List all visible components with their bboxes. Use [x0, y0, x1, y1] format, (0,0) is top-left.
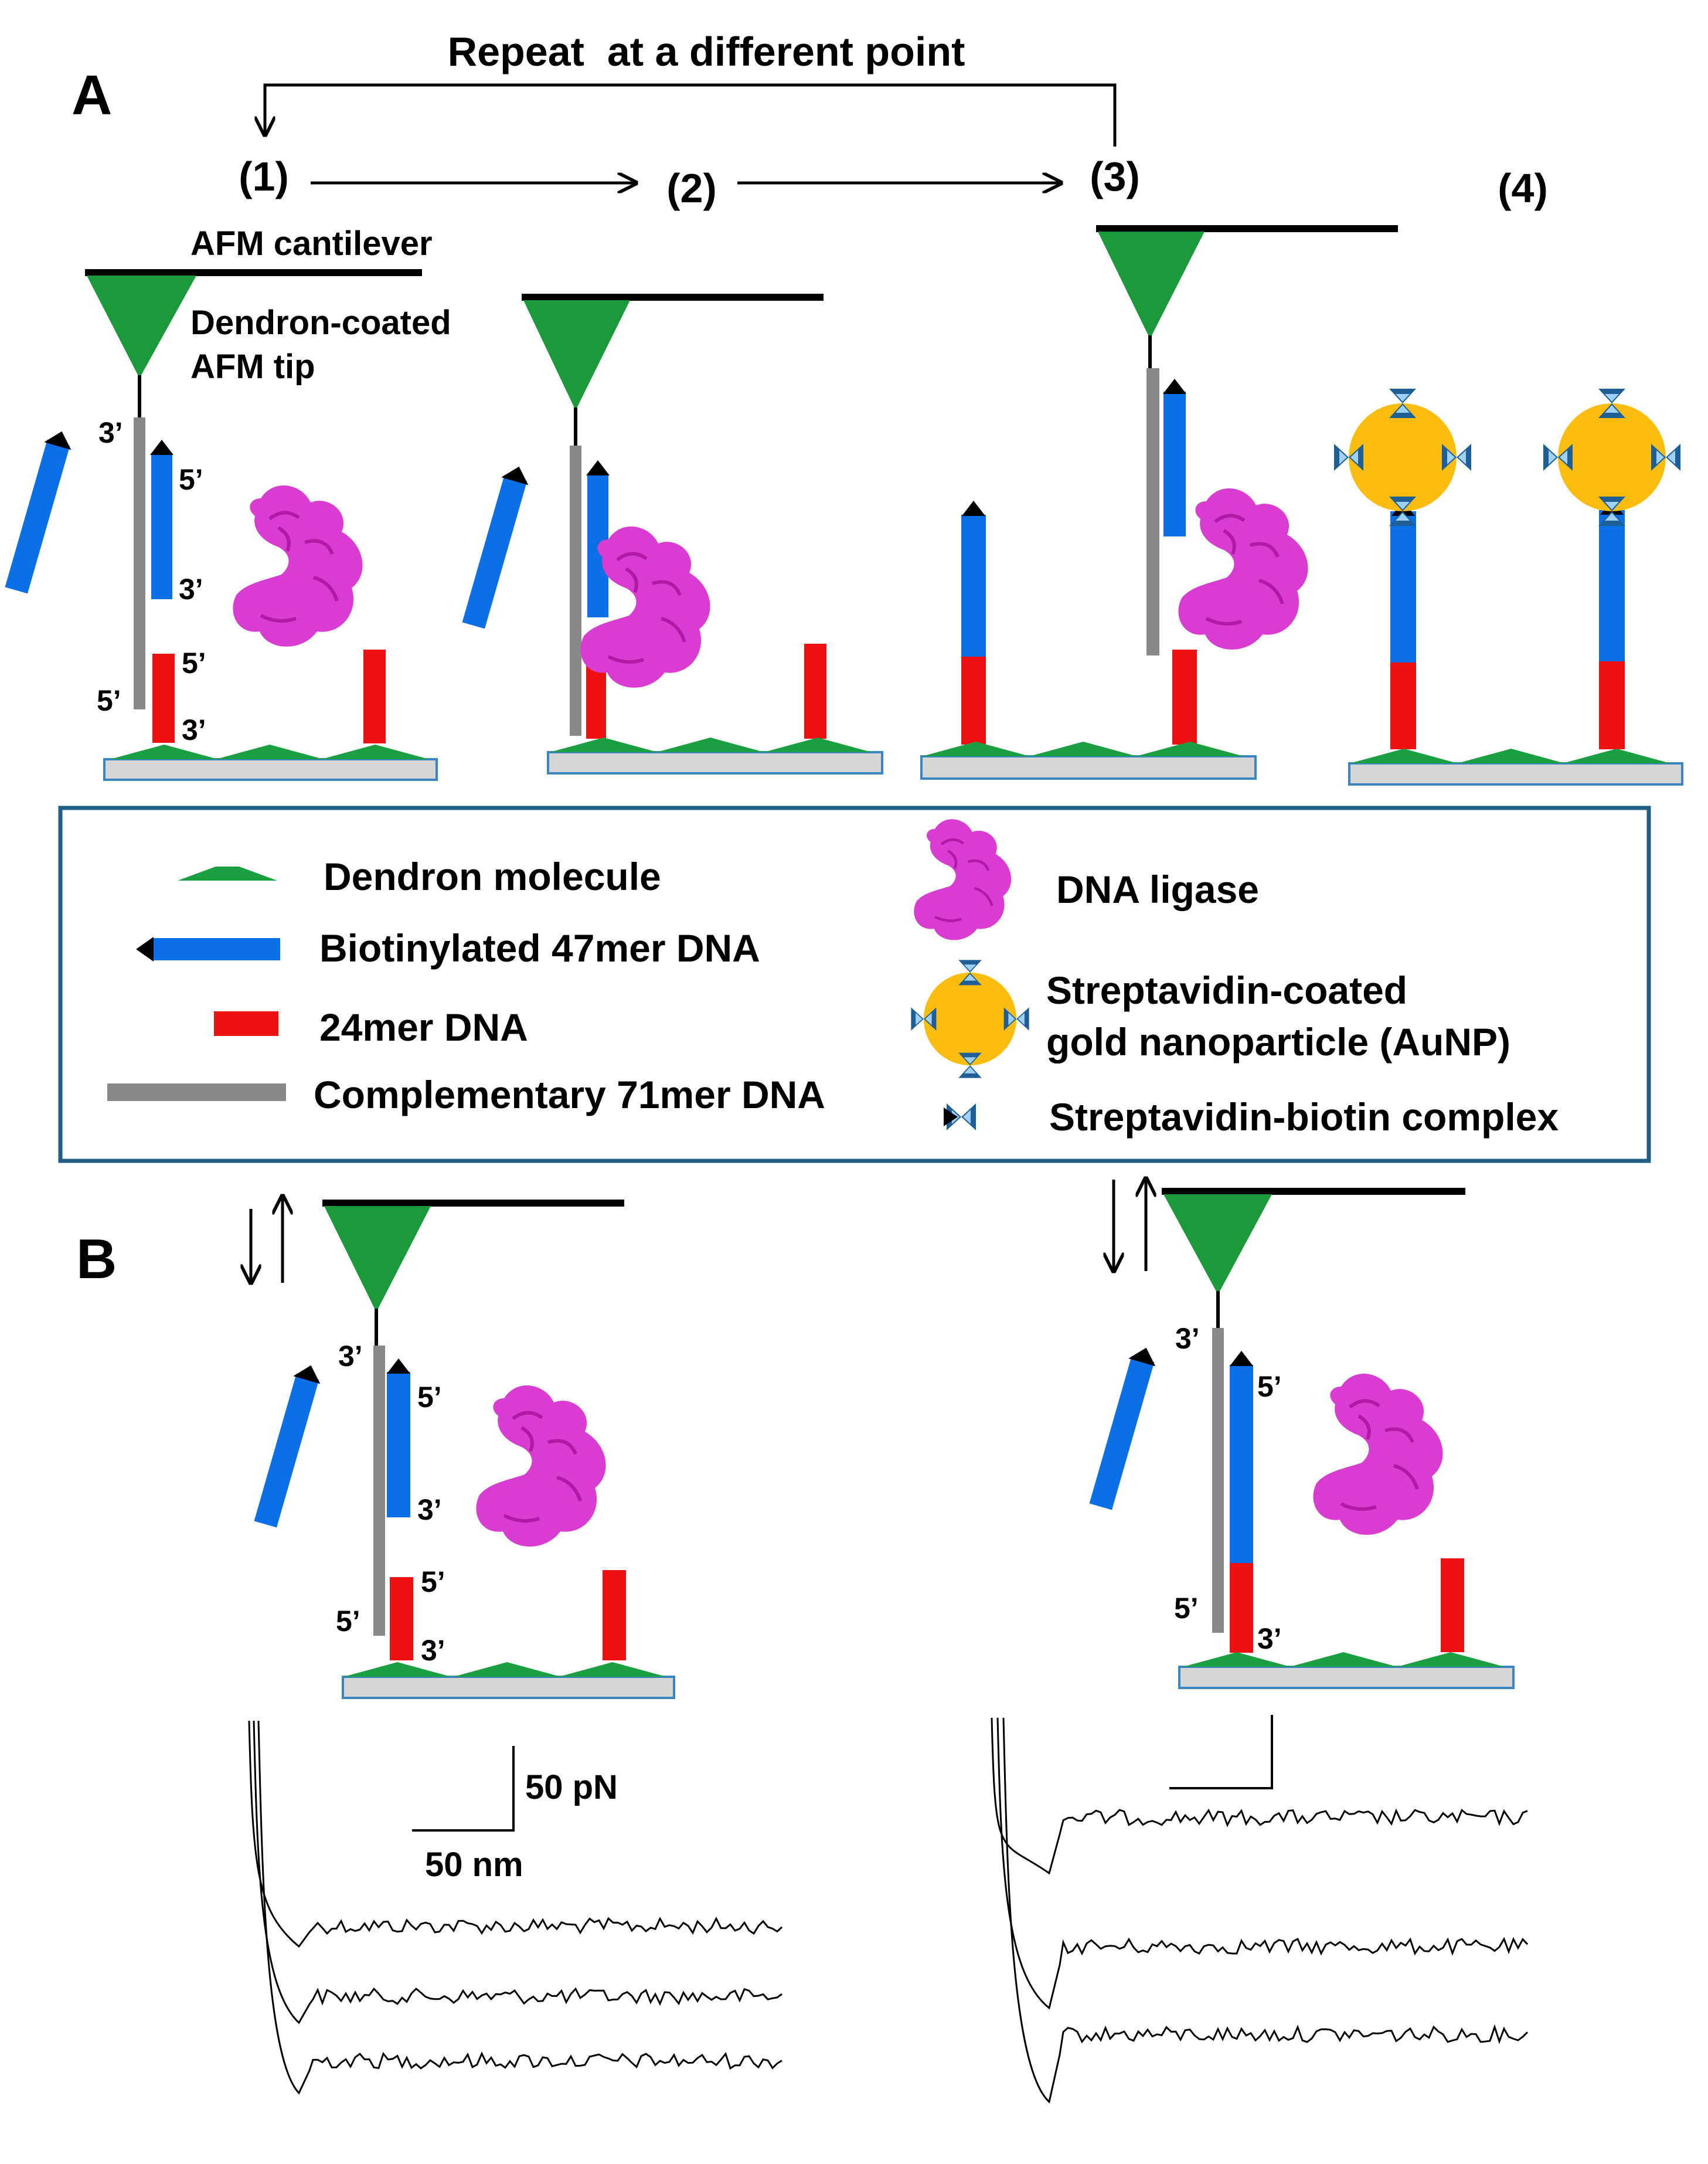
b-left-24mer-3prime: 3’	[421, 1634, 445, 1667]
panel-b-right-scene	[1087, 1188, 1515, 1689]
step-1-scene	[2, 269, 438, 781]
cantilever-label: AFM cantilever	[190, 225, 433, 263]
legend-aunp-label-line1: Streptavidin-coated	[1046, 969, 1407, 1012]
legend-biotin-dna-swatch	[136, 937, 280, 962]
repeat-loop-arrow	[265, 83, 1117, 147]
legend-dendron-label: Dendron molecule	[324, 855, 661, 898]
step-2-scene	[460, 294, 883, 774]
tip-label-line2: AFM tip	[190, 348, 315, 386]
b-right-47mer-5prime: 5’	[1257, 1370, 1282, 1403]
legend-aunp-label-line2: gold nanoparticle (AuNP)	[1046, 1020, 1510, 1064]
force-curve-right-3	[1002, 1717, 1529, 2104]
legend-complex-label: Streptavidin-biotin complex	[1049, 1095, 1559, 1139]
b-left-47mer-3prime: 3’	[417, 1493, 442, 1526]
step-label-3: (3)	[1090, 154, 1140, 199]
legend-71mer-label: Complementary 71mer DNA	[314, 1073, 825, 1116]
legend-box	[58, 806, 1651, 1163]
legend-ligase-label: DNA ligase	[1056, 868, 1259, 911]
scale-bar-right	[1169, 1715, 1273, 1789]
force-curve-right-1	[991, 1717, 1528, 1875]
force-curve-left-2	[253, 1720, 782, 2024]
b-left-47mer-5prime: 5’	[417, 1381, 442, 1414]
legend-complex-swatch	[944, 1103, 976, 1130]
legend-24mer-swatch	[214, 1011, 278, 1036]
b-left-24mer-5prime: 5’	[421, 1565, 445, 1598]
force-curves-left	[248, 1720, 783, 2095]
end-label-47mer-3prime: 3’	[179, 573, 203, 606]
legend-24mer-label: 24mer DNA	[319, 1005, 528, 1049]
force-curves-right	[991, 1717, 1529, 2104]
repeat-loop-label: Repeat at a different point	[448, 29, 965, 74]
force-curve-left-1	[248, 1720, 783, 1948]
force-curve-right-2	[996, 1717, 1529, 2010]
step-label-1: (1)	[239, 154, 289, 199]
legend-71mer-swatch	[107, 1083, 286, 1101]
legend-biotin-dna-label: Biotinylated 47mer DNA	[319, 926, 760, 970]
panel-b-left-scene	[251, 1200, 675, 1699]
b-left-71mer-3prime: 3’	[338, 1340, 363, 1373]
scale-bar-force-label: 50 pN	[525, 1768, 618, 1806]
b-right-71mer-3prime: 3’	[1175, 1322, 1200, 1355]
end-label-71mer-3prime: 3’	[98, 416, 123, 449]
legend-dendron-swatch	[178, 867, 277, 881]
end-label-71mer-5prime: 5’	[97, 684, 121, 717]
scale-bar-distance-label: 50 nm	[425, 1846, 523, 1884]
b-right-71mer-5prime: 5’	[1174, 1592, 1199, 1625]
force-curve-left-3	[257, 1720, 782, 2095]
step-label-2: (2)	[666, 165, 717, 211]
panel-b-label: B	[76, 1228, 117, 1290]
step-3-scene	[920, 225, 1398, 780]
step-label-4: (4)	[1498, 165, 1548, 211]
tip-label-line1: Dendron-coated	[190, 304, 451, 342]
step-4-scene	[1334, 389, 1683, 786]
b-left-71mer-5prime: 5’	[336, 1605, 360, 1638]
end-label-24mer-3prime: 3’	[182, 714, 206, 746]
end-label-47mer-5prime: 5’	[179, 463, 203, 496]
b-right-24mer-3prime: 3’	[1257, 1622, 1282, 1655]
end-label-24mer-5prime: 5’	[182, 647, 206, 680]
panel-a-label: A	[72, 64, 112, 127]
scale-bar-left	[412, 1746, 515, 1832]
